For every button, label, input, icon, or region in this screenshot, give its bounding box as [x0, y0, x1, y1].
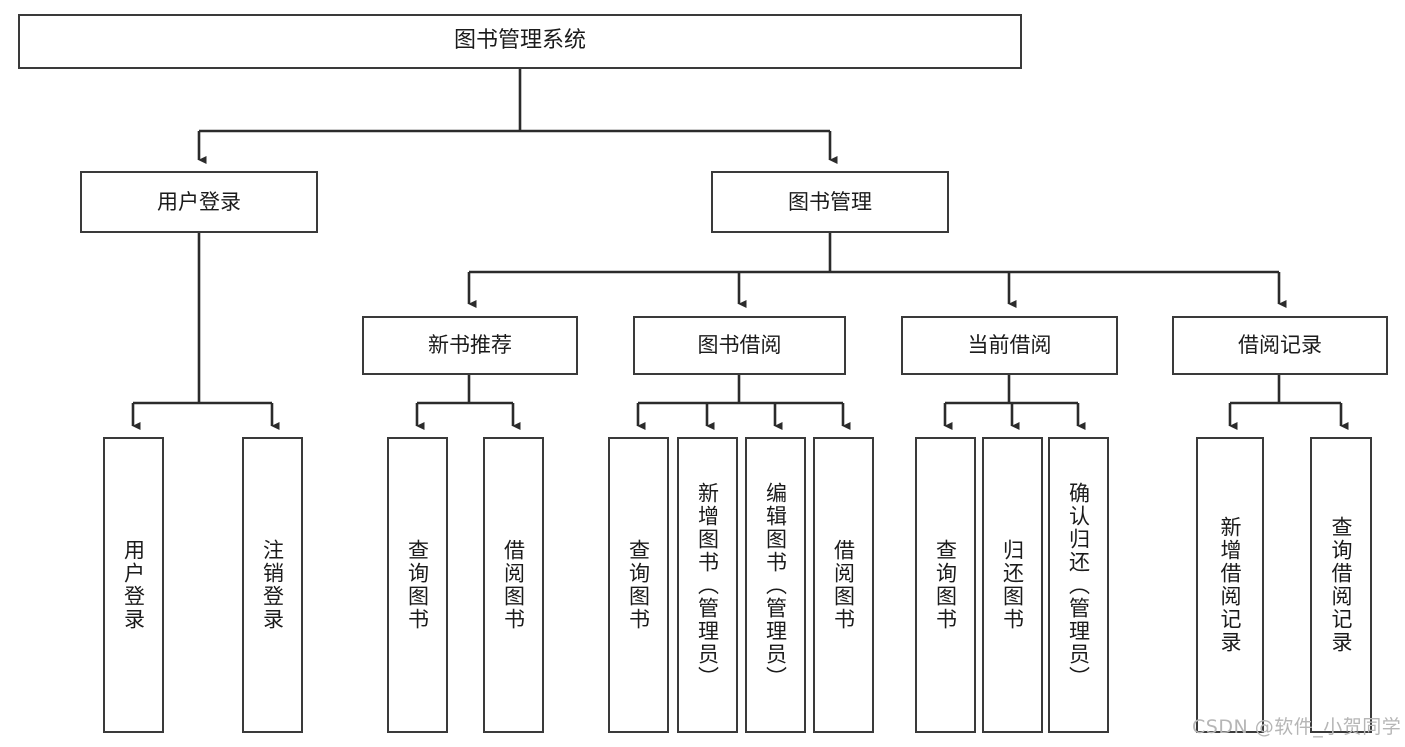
node-label: 借阅记录 [1238, 333, 1322, 358]
node-label: 新书推荐 [428, 333, 512, 358]
csdn-watermark: CSDN @软件_小贺同学 [1192, 716, 1402, 738]
node-root-book-management-system[interactable]: 图书管理系统 [18, 14, 1022, 69]
node-label: 查询图书 [626, 539, 651, 631]
node-label: 借阅图书 [831, 539, 856, 631]
node-leaf-query-book-recommend[interactable]: 查询图书 [387, 437, 448, 733]
node-label: 借阅图书 [501, 539, 526, 631]
node-leaf-borrow-book[interactable]: 借阅图书 [813, 437, 874, 733]
node-label: 新增借阅记录 [1218, 516, 1243, 654]
node-label: 编辑图书（管理员） [763, 481, 788, 689]
node-leaf-add-book-admin[interactable]: 新增图书（管理员） [677, 437, 738, 733]
node-label: 确认归还（管理员） [1066, 481, 1091, 689]
node-label: 查询图书 [405, 539, 430, 631]
node-label: 新增图书（管理员） [695, 481, 720, 689]
node-leaf-query-borrow-record[interactable]: 查询借阅记录 [1310, 437, 1372, 733]
node-leaf-query-book-borrow[interactable]: 查询图书 [608, 437, 669, 733]
node-leaf-confirm-return-admin[interactable]: 确认归还（管理员） [1048, 437, 1109, 733]
node-leaf-return-book[interactable]: 归还图书 [982, 437, 1043, 733]
node-leaf-add-borrow-record[interactable]: 新增借阅记录 [1196, 437, 1264, 733]
node-label: 图书管理 [788, 189, 872, 214]
node-label: 查询图书 [933, 539, 958, 631]
node-label: 注销登录 [260, 539, 285, 631]
node-new-book-recommend[interactable]: 新书推荐 [362, 316, 578, 375]
node-label: 用户登录 [157, 189, 241, 214]
node-book-management[interactable]: 图书管理 [711, 171, 949, 233]
node-borrow-record[interactable]: 借阅记录 [1172, 316, 1388, 375]
node-book-borrow[interactable]: 图书借阅 [633, 316, 846, 375]
node-label: 当前借阅 [967, 333, 1052, 358]
node-current-borrow[interactable]: 当前借阅 [901, 316, 1118, 375]
node-leaf-user-login[interactable]: 用户登录 [103, 437, 164, 733]
node-user-login[interactable]: 用户登录 [80, 171, 318, 233]
node-label: 归还图书 [1000, 539, 1025, 631]
node-label: 查询借阅记录 [1329, 516, 1354, 654]
node-label: 图书借阅 [697, 333, 782, 358]
node-leaf-borrow-book-recommend[interactable]: 借阅图书 [483, 437, 544, 733]
node-leaf-query-book-current[interactable]: 查询图书 [915, 437, 976, 733]
node-leaf-logout-login[interactable]: 注销登录 [242, 437, 303, 733]
node-label: 用户登录 [121, 539, 146, 631]
node-label: 图书管理系统 [453, 28, 586, 54]
node-leaf-edit-book-admin[interactable]: 编辑图书（管理员） [745, 437, 806, 733]
